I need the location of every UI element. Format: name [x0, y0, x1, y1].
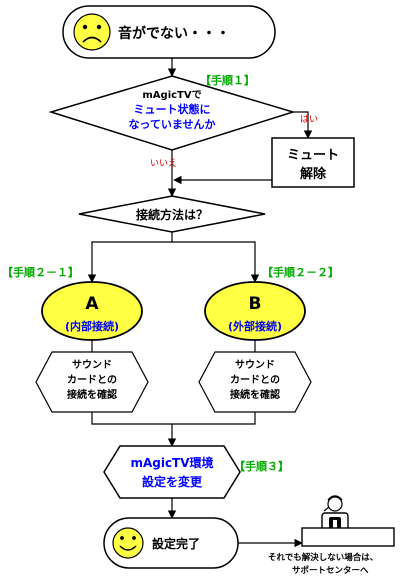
decision-mute: mAgicTVで ミュート状態に なっていませんか: [48, 75, 296, 151]
mute-release-box: ミュート 解除: [271, 137, 355, 188]
check-a: サウンド カードとの 接続を確認: [35, 351, 149, 413]
decision-connection: 接続方法は？: [78, 195, 266, 233]
decision-mute-line1: mAgicTVで: [142, 89, 201, 101]
step1-label: 【手順１】: [200, 73, 255, 87]
check-b-line1: サウンド: [235, 359, 275, 371]
connector-to-option-b: [172, 241, 260, 283]
option-a-label: (内部接続): [65, 319, 119, 333]
check-a-line1: サウンド: [72, 359, 112, 371]
support-person-icon: [301, 495, 395, 547]
start-terminator: 音がでない・・・: [62, 5, 276, 59]
check-a-line2: カードとの: [67, 374, 117, 386]
connector-yes-to-release: [293, 111, 313, 139]
end-label: 設定完了: [152, 536, 200, 551]
support-line1: それでも解決しない場合は、: [268, 552, 378, 563]
no-label: いいえ: [150, 158, 177, 169]
check-b: サウンド カードとの 接続を確認: [198, 351, 312, 413]
mute-release-line2: 解除: [299, 166, 327, 182]
option-a: A (内部接続): [41, 281, 143, 341]
check-b-line3: 接続を確認: [230, 388, 280, 401]
connector-checks-join: [91, 412, 256, 425]
settings-change-line1: mAgicTV環境: [130, 455, 213, 470]
check-b-line2: カードとの: [230, 374, 280, 386]
step2-1-label: 【手順２－１】: [2, 265, 79, 279]
connector-to-option-a: [87, 232, 173, 283]
option-a-letter: A: [85, 294, 99, 314]
yes-label: はい: [300, 114, 318, 125]
step2-2-label: 【手順２－２】: [262, 265, 339, 279]
end-terminator: 設定完了: [103, 517, 239, 569]
decision-mute-line2: ミュート状態に: [134, 102, 211, 116]
smiley-face-icon: [112, 527, 144, 559]
option-b-label: (外部接続): [228, 319, 282, 333]
check-a-line3: 接続を確認: [67, 388, 117, 401]
settings-change-line2: 設定を変更: [142, 474, 203, 489]
sad-face-icon: [73, 13, 111, 51]
mute-release-line1: ミュート: [287, 148, 339, 163]
support-line2: サポートセンターへ: [292, 565, 369, 576]
option-b-letter: B: [249, 294, 262, 314]
settings-change: mAgicTV環境 設定を変更: [103, 445, 241, 499]
start-label: 音がでない・・・: [118, 25, 230, 42]
step3-label: 【手順３】: [234, 459, 289, 473]
option-b: B (外部接続): [204, 281, 306, 341]
decision-connection-label: 接続方法は？: [136, 207, 208, 222]
decision-mute-line3: なっていませんか: [128, 118, 215, 131]
